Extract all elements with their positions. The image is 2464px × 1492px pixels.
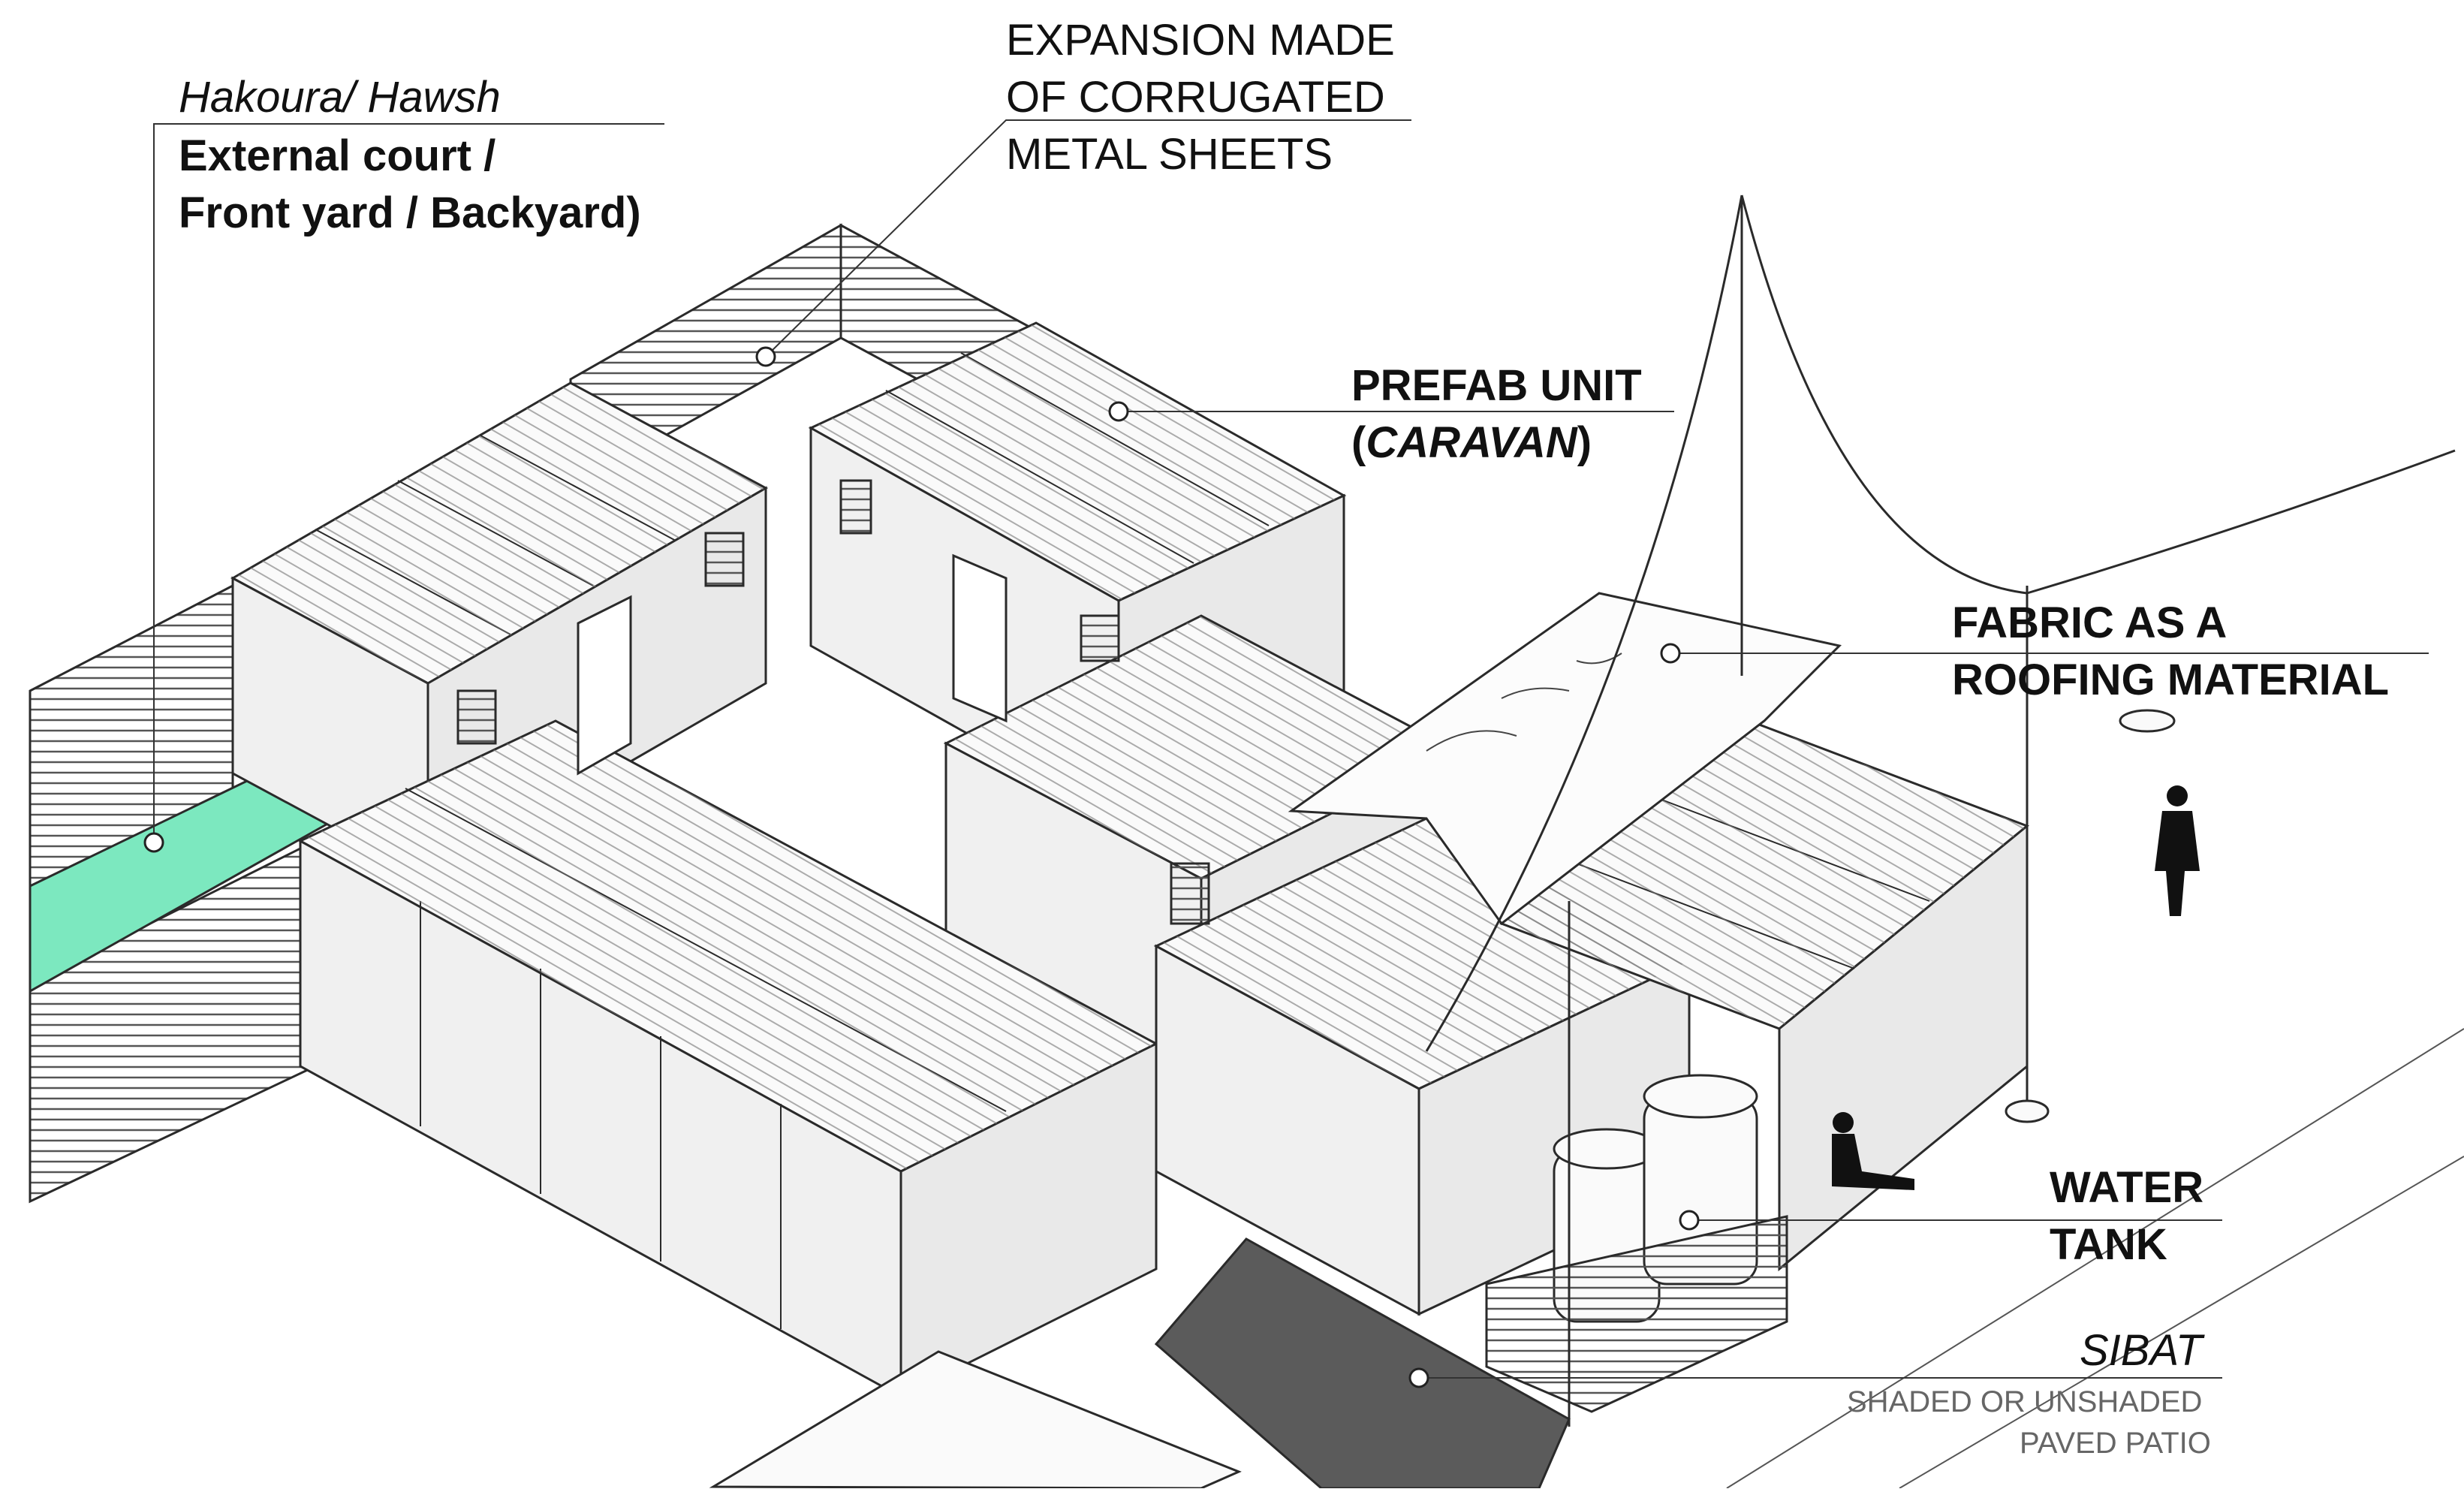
doors-windows bbox=[456, 479, 1210, 925]
leader-dots bbox=[143, 346, 1700, 1388]
fabric-label-line1: FABRIC AS A bbox=[1952, 598, 2228, 647]
expansion-label-line2: OF CORRUGATED bbox=[1006, 73, 1385, 122]
roof-corrugation bbox=[233, 323, 2027, 1171]
leader-lines bbox=[153, 119, 2429, 1379]
prefab-label-line1: PREFAB UNIT bbox=[1351, 361, 1642, 410]
fabric-wrinkles bbox=[1426, 653, 1622, 752]
fabric-label-line2: ROOFING MATERIAL bbox=[1952, 656, 2390, 704]
water-tank-label-line1: WATER bbox=[2050, 1163, 2204, 1212]
expansion-label-line1: EXPANSION MADE bbox=[1006, 16, 1395, 65]
person-sitting-icon bbox=[1832, 1112, 1914, 1190]
prefab-caravan-word: CARAVAN bbox=[1366, 418, 1577, 467]
prefab-label-line2: (CARAVAN) bbox=[1351, 417, 1592, 468]
sibat-patio bbox=[1154, 1237, 1571, 1490]
prefab-open-paren: ( bbox=[1351, 418, 1366, 467]
person-standing-icon bbox=[2155, 785, 2200, 916]
sibat-label-line1: SHADED OR UNSHADED bbox=[1847, 1385, 2203, 1418]
hakoura-label-title: Hakoura/ Hawsh bbox=[179, 73, 501, 122]
expansion-label-line3: METAL SHEETS bbox=[1006, 130, 1333, 179]
hakoura-label-line1: External court / bbox=[179, 131, 496, 180]
water-tank-label-line2: TANK bbox=[2050, 1220, 2167, 1269]
sibat-label-title: SIBAT bbox=[2080, 1326, 2203, 1375]
fabric-roof bbox=[1288, 592, 1842, 926]
street-lamp-icon bbox=[1425, 194, 2456, 1427]
hakoura-label-line2: Front yard / Backyard) bbox=[179, 188, 641, 237]
sibat-label-line2: PAVED PATIO bbox=[2020, 1427, 2211, 1460]
prefab-close-paren: ) bbox=[1577, 418, 1592, 467]
tank-enclosure-wall bbox=[1485, 1215, 1788, 1413]
street-edge bbox=[1726, 1028, 2464, 1489]
